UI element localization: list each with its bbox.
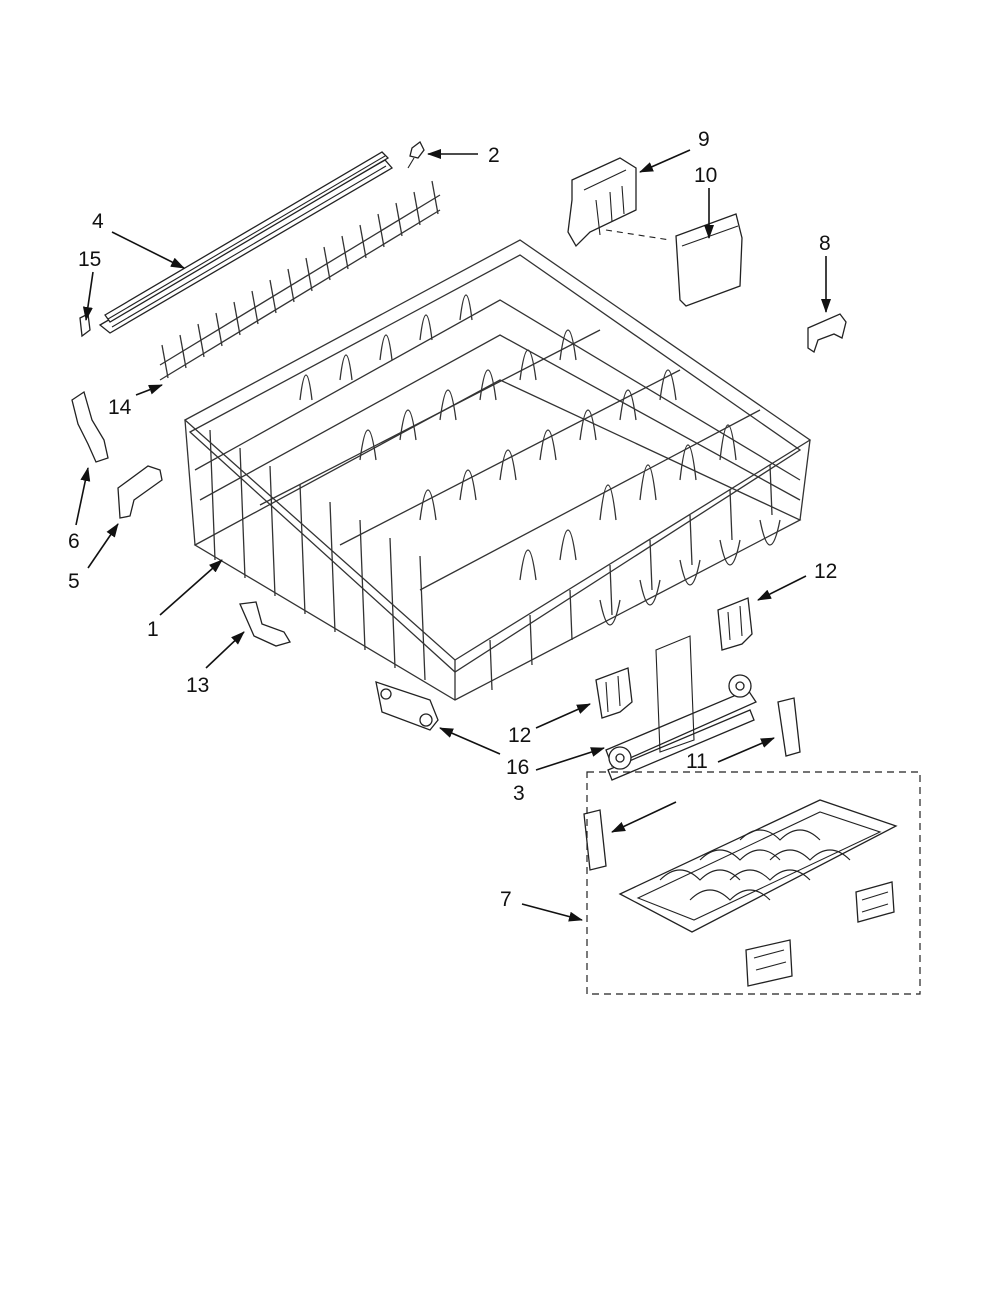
slide-part-left bbox=[595, 667, 633, 719]
callout-4: 4 bbox=[92, 210, 104, 233]
callout-11: 11 bbox=[686, 750, 708, 773]
upper-rack-part bbox=[183, 239, 812, 701]
callout-3: 3 bbox=[513, 782, 525, 805]
callout-labels: 2 4 15 9 10 8 14 6 5 1 12 13 12 16 3 11 … bbox=[68, 128, 837, 911]
tray-part bbox=[618, 799, 898, 933]
end-clip-part bbox=[407, 141, 425, 169]
callout-8: 8 bbox=[819, 232, 831, 255]
callout-7: 7 bbox=[500, 888, 512, 911]
callout-13: 13 bbox=[186, 674, 209, 697]
callout-12-left: 12 bbox=[508, 724, 531, 747]
roller-assembly-part bbox=[375, 681, 439, 731]
callout-9: 9 bbox=[698, 128, 710, 151]
lever-part bbox=[239, 601, 291, 647]
callout-14: 16 bbox=[506, 756, 529, 779]
support-post-left bbox=[583, 809, 607, 871]
callout-1: 1 bbox=[147, 618, 159, 641]
callout-10: 10 bbox=[694, 164, 717, 187]
callout-15: 14 bbox=[108, 396, 132, 419]
tine-row-part bbox=[159, 180, 441, 381]
callout-6: 6 bbox=[68, 530, 80, 553]
rail-track-part bbox=[98, 151, 394, 334]
callout-12-right: 12 bbox=[814, 560, 837, 583]
callout-2: 2 bbox=[488, 144, 500, 167]
tray-clip-right bbox=[855, 881, 895, 923]
arm-clip-part bbox=[117, 465, 163, 519]
callout-5: 5 bbox=[68, 570, 80, 593]
kit-outline bbox=[586, 771, 921, 995]
slide-part-right bbox=[717, 597, 753, 651]
small-clip-part bbox=[79, 313, 91, 338]
support-post-right bbox=[777, 697, 801, 757]
small-bracket-part bbox=[807, 313, 847, 354]
callout-16: 15 bbox=[78, 248, 101, 271]
leader-lines bbox=[75, 149, 831, 922]
bracket-part bbox=[567, 157, 671, 248]
adjuster-clip-part bbox=[71, 390, 109, 463]
tray-clip-bottom bbox=[745, 939, 793, 987]
adjuster-assembly-part bbox=[605, 635, 757, 781]
